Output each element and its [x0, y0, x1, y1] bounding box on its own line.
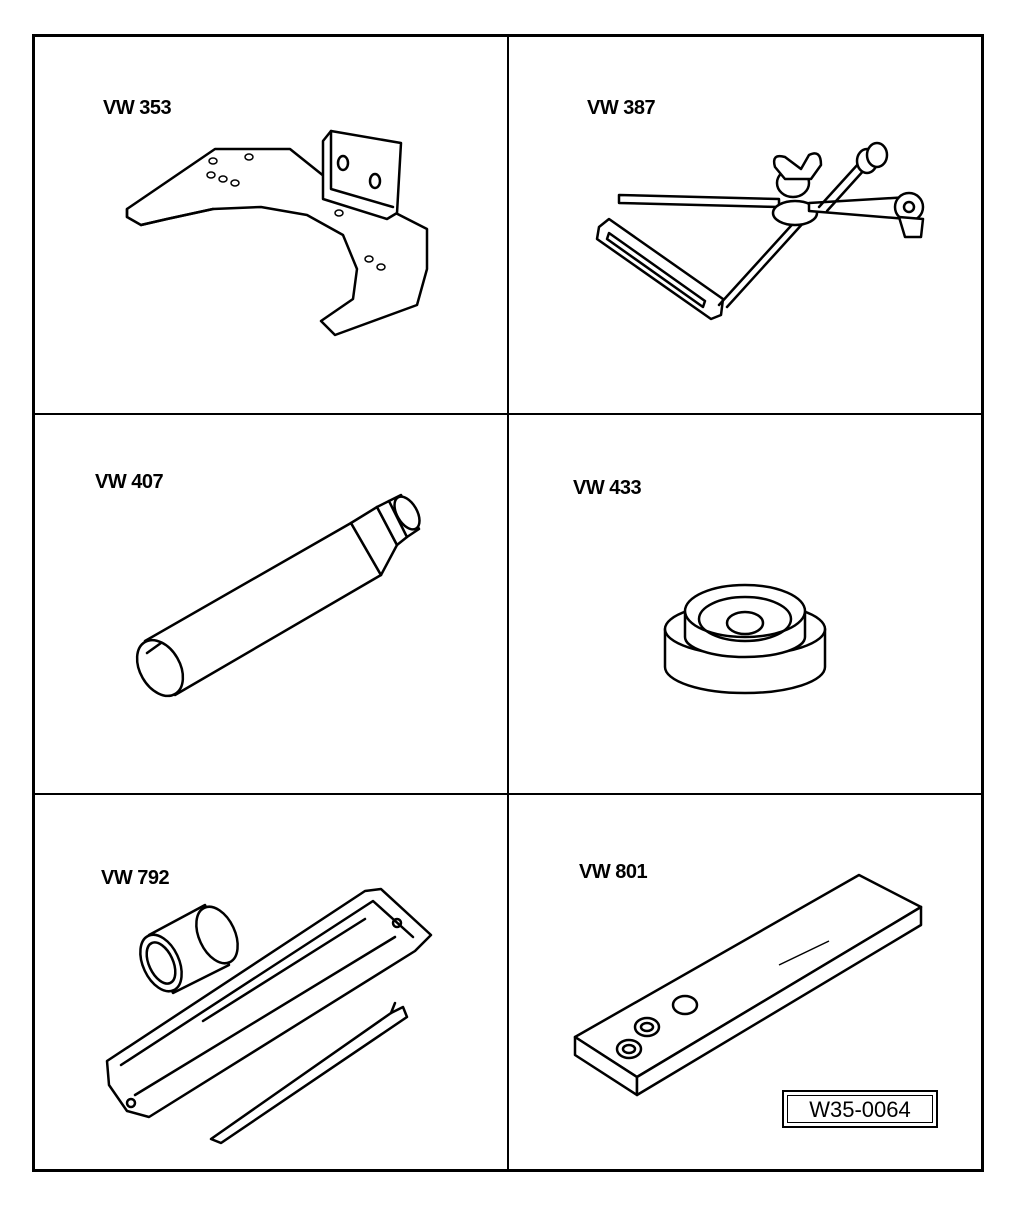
dial-gauge-holder-icon: [595, 141, 925, 321]
support-bar-icon: [573, 873, 923, 1097]
grid-divider-vertical: [507, 37, 509, 1169]
drift-punch-icon: [135, 493, 421, 698]
tool-label: VW 792: [101, 867, 170, 889]
guide-trough-icon: [105, 887, 433, 1145]
tool-label: VW 387: [587, 97, 656, 119]
tool-label: VW 801: [579, 861, 648, 883]
drawing-reference-box: W35-0064: [782, 1090, 938, 1128]
tool-cell-vw801: VW 801: [509, 795, 981, 1169]
thrust-piece-icon: [663, 583, 827, 695]
grid-divider-horizontal-1: [35, 413, 981, 415]
grid-divider-horizontal-2: [35, 793, 981, 795]
tool-cell-vw433: VW 433: [509, 415, 981, 793]
tool-cell-vw792: VW 792: [35, 795, 507, 1169]
mounting-bracket-icon: [125, 129, 429, 337]
tool-cell-vw407: VW 407: [35, 415, 507, 793]
drawing-reference-number: W35-0064: [809, 1097, 911, 1122]
tool-cell-vw353: VW 353: [35, 37, 507, 413]
tool-label: VW 407: [95, 471, 164, 493]
tool-cell-vw387: VW 387: [509, 37, 981, 413]
tool-label: VW 433: [573, 477, 642, 499]
tool-sheet: VW 353 VW 387: [32, 34, 984, 1172]
tool-label: VW 353: [103, 97, 172, 119]
